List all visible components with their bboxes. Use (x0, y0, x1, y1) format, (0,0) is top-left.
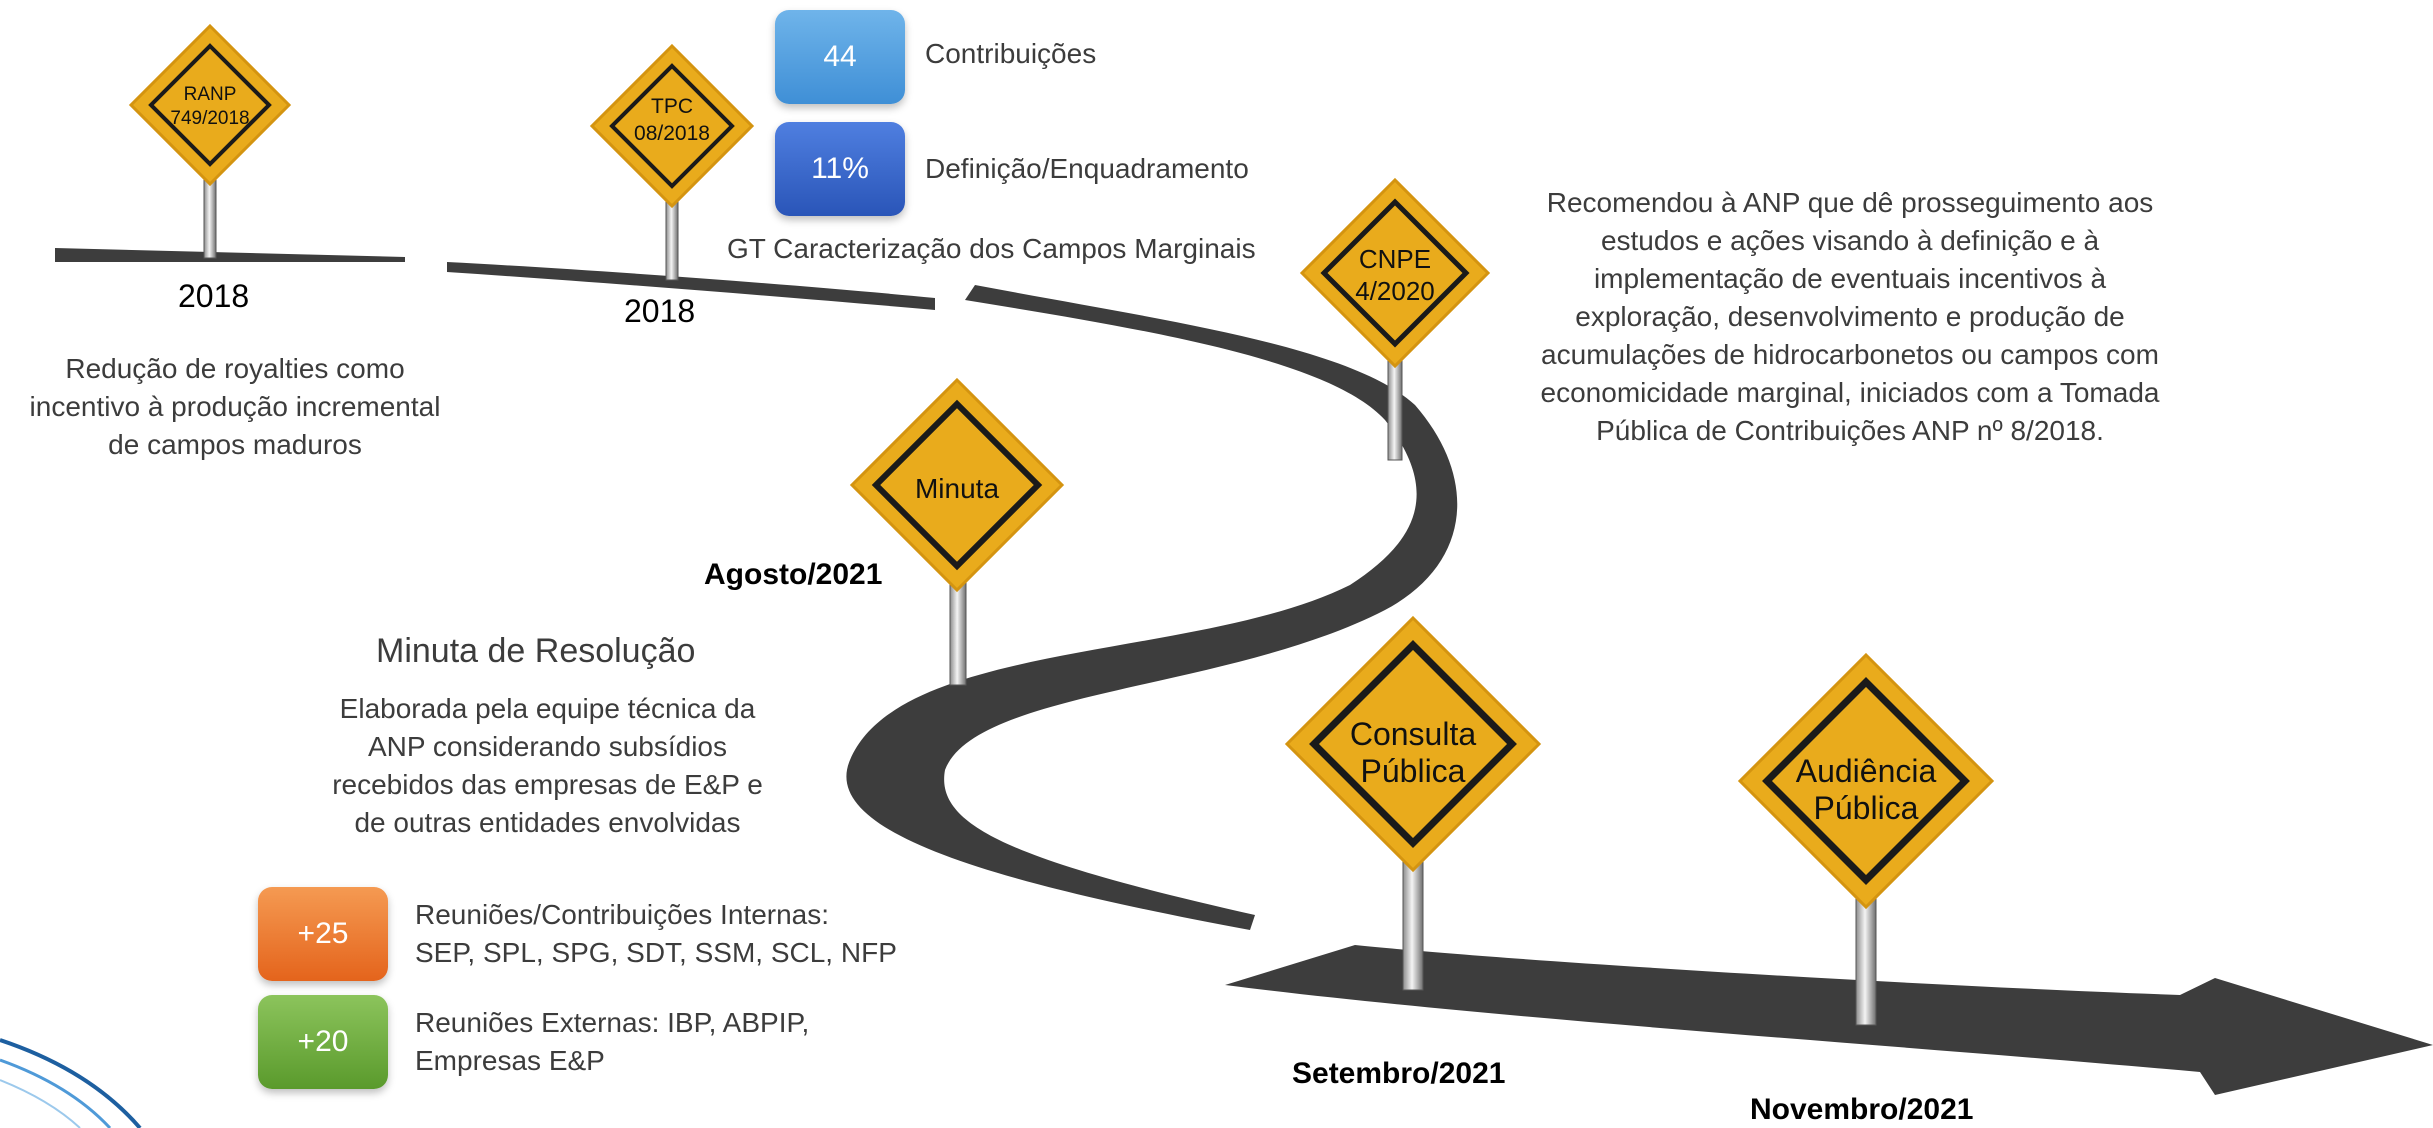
minuta-line: Elaborada pela equipe técnica da (339, 693, 756, 724)
contributions-badge: 44 (775, 10, 905, 104)
sign-consulta: Consulta Pública (1284, 615, 1542, 991)
year-2018-second: 2018 (624, 293, 696, 329)
date-novembro: Novembro/2021 (1750, 1093, 1974, 1126)
cnpe-line: estudos e ações visando à definição e à (1600, 225, 2100, 256)
internal-meetings-label: Reuniões/Contribuições Internas: SEP, SP… (415, 896, 897, 972)
external-meetings-line: Empresas E&P (415, 1045, 605, 1076)
sign-audiencia-line2: Pública (1814, 790, 1919, 826)
road (55, 248, 2433, 1095)
sign-cnpe: CNPE 4/2020 (1299, 177, 1491, 461)
royalties-line: Redução de royalties como (65, 353, 405, 384)
royalties-description: Redução de royalties como incentivo à pr… (0, 350, 470, 464)
sign-consulta-line2: Pública (1361, 753, 1466, 789)
cnpe-line: acumulações de hidrocarbonetos ou campos… (1541, 339, 2159, 370)
definition-label: Definição/Enquadramento (925, 153, 1249, 184)
cnpe-line: implementação de eventuais incentivos à (1593, 263, 2107, 294)
royalties-line: incentivo à produção incremental (29, 391, 441, 422)
date-agosto: Agosto/2021 (704, 558, 883, 591)
internal-meetings-badge: +25 (258, 887, 388, 981)
external-meetings-line: Reuniões Externas: IBP, ABPIP, (415, 1007, 810, 1038)
minuta-description: Elaborada pela equipe técnica da ANP con… (300, 690, 795, 842)
sign-tpc-line1: TPC (651, 95, 693, 118)
royalties-line: de campos maduros (108, 429, 362, 460)
sign-ranp: RANP 749/2018 (128, 23, 292, 259)
sign-audiencia-line1: Audiência (1796, 753, 1937, 789)
cnpe-line: economicidade marginal, iniciados com a … (1540, 377, 2160, 408)
contributions-label: Contribuições (925, 38, 1097, 69)
sign-consulta-line1: Consulta (1350, 716, 1477, 752)
external-meetings-label: Reuniões Externas: IBP, ABPIP, Empresas … (415, 1004, 809, 1080)
minuta-line: ANP considerando subsídios (367, 731, 728, 762)
external-meetings-badge: +20 (258, 995, 388, 1089)
sign-ranp-line2: 749/2018 (170, 108, 249, 129)
minuta-title: Minuta de Resolução (376, 632, 696, 670)
sign-cnpe-line1: CNPE (1359, 244, 1431, 274)
internal-meetings-line: Reuniões/Contribuições Internas: (415, 899, 830, 930)
minuta-line: de outras entidades envolvidas (354, 807, 741, 838)
cnpe-description: Recomendou à ANP que dê prosseguimento a… (1500, 184, 2200, 450)
sign-ranp-line1: RANP (184, 84, 237, 105)
date-setembro: Setembro/2021 (1292, 1057, 1506, 1090)
gt-title: GT Caracterização dos Campos Marginais (727, 233, 1256, 264)
sign-cnpe-line2: 4/2020 (1355, 276, 1435, 306)
year-2018-first: 2018 (178, 278, 250, 314)
cnpe-line: Recomendou à ANP que dê prosseguimento a… (1546, 187, 2154, 218)
cnpe-line: Pública de Contribuições ANP nº 8/2018. (1596, 415, 2104, 446)
definition-badge: 11% (775, 122, 905, 216)
minuta-line: recebidos das empresas de E&P e (332, 769, 763, 800)
sign-minuta: Minuta (849, 377, 1065, 686)
internal-meetings-line: SEP, SPL, SPG, SDT, SSM, SCL, NFP (415, 937, 897, 968)
sign-minuta-line1: Minuta (915, 473, 999, 504)
cnpe-line: exploração, desenvolvimento e produção d… (1575, 301, 2125, 332)
sign-audiencia: Audiência Pública (1737, 652, 1995, 1026)
decorative-swoosh (0, 1038, 142, 1128)
sign-tpc-line2: 08/2018 (634, 122, 710, 145)
sign-tpc: TPC 08/2018 (589, 43, 755, 281)
